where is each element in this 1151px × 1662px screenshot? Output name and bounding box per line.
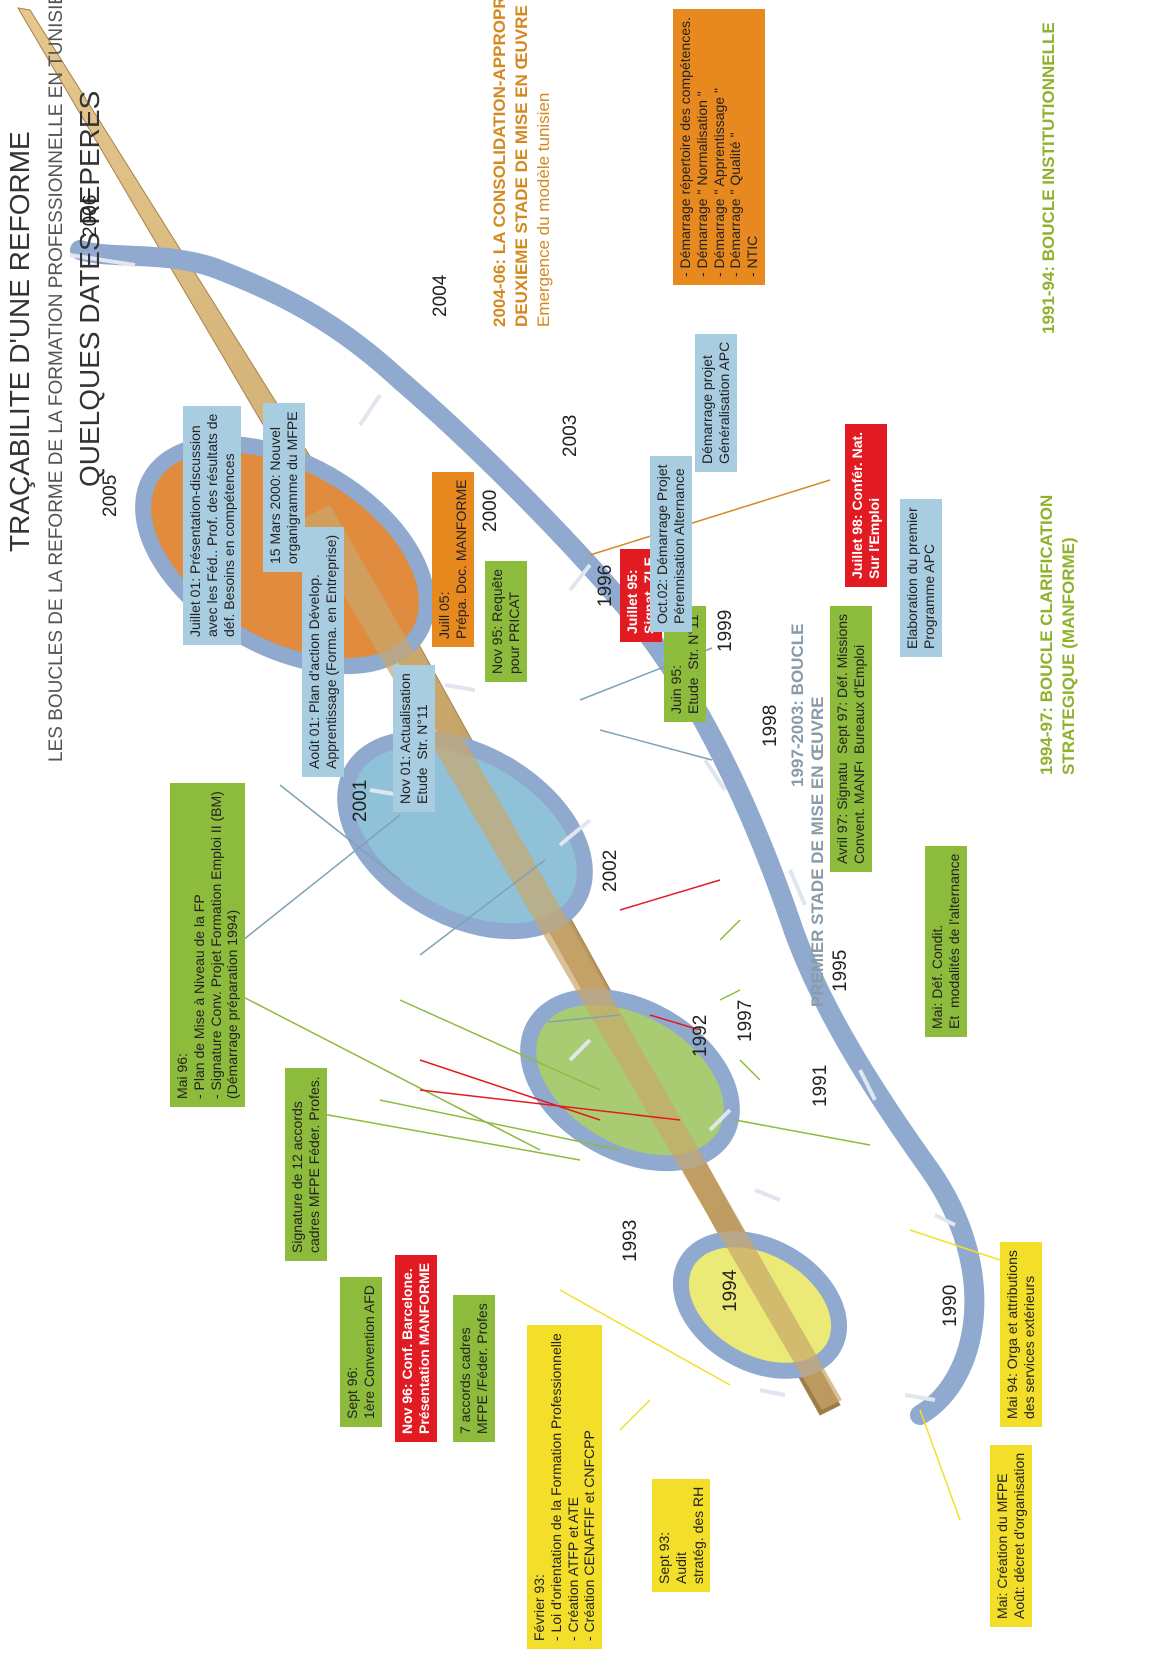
- year-2001: 2001: [350, 779, 371, 822]
- event-box-nov96: Nov 96: Conf. Barcelone. Présentation MA…: [395, 1254, 437, 1442]
- event-box-sept96: Sept 96: 1ère Convention AFD: [340, 1277, 382, 1427]
- year-2004: 2004: [430, 274, 451, 317]
- phase-1991-94-label: 1991-94: BOUCLE INSTITUTIONNELLE: [1039, 22, 1058, 334]
- event-box-juil01: Juillet 01: Présentation-discussion avec…: [183, 405, 242, 645]
- section-title: QUELQUES DATES REPERES: [74, 90, 105, 487]
- year-1996: 1996: [595, 564, 616, 607]
- year-2002: 2002: [600, 849, 621, 892]
- year-2003: 2003: [560, 414, 581, 457]
- year-1994: 1994: [720, 1269, 741, 1312]
- year-1992: 1992: [690, 1014, 711, 1057]
- event-box-fev93: Février 93: - Loi d'orientation de la Fo…: [527, 1325, 603, 1649]
- year-1999: 1999: [715, 609, 736, 652]
- year-1991: 1991: [810, 1064, 831, 1107]
- event-box-oct02: Oct.02: Démarrage Projet Pérennisation A…: [650, 456, 692, 632]
- event-box-sept93: Sept 93: Audit stratég. des RH: [652, 1478, 711, 1592]
- year-1990: 1990: [940, 1284, 961, 1327]
- event-box-mai-mfpe: Mai: Création du MFPE Août: décret d'org…: [990, 1444, 1032, 1627]
- phase-2004-06-label-3: Emergence du modèle tunisien: [534, 92, 553, 327]
- event-box-mai94: Mai 94: Orga et attributions des service…: [1000, 1242, 1042, 1427]
- year-2006: 2006: [80, 194, 101, 237]
- event-box-nov95: Nov 95: Requête pour PRICAT: [485, 560, 527, 682]
- year-1995: 1995: [830, 949, 851, 992]
- event-box-dem-apc: Démarrage projet Généralisation APC: [695, 333, 737, 472]
- phase-2004-06-label-1: 2004-06: LA CONSOLIDATION-APPROPRIATION: [490, 0, 509, 327]
- year-2000: 2000: [480, 489, 501, 532]
- spiral-tube: [70, 240, 985, 1425]
- page-subtitle: LES BOUCLES DE LA REFORME DE LA FORMATIO…: [46, 0, 67, 762]
- event-box-sept97: Sept 97: Déf. Missions Bureaux d'Emploi: [830, 605, 872, 762]
- rod-inner: [300, 505, 842, 1410]
- event-box-12-accords: Signature de 12 accords cadres MFPE Féde…: [285, 1068, 327, 1261]
- connector-lines: [219, 479, 1001, 1521]
- event-box-juill05: Juill 05: Prépa. Doc. MANFORME: [432, 471, 474, 647]
- event-box-7-accords: 7 accords cadres MFPE /Féder. Profes: [453, 1295, 495, 1442]
- event-box-mars00: 15 Mars 2000: Nouvel organigramme du MFP…: [263, 403, 305, 572]
- event-box-mai-def: Mai: Déf. Condit. Et modalités de l'alte…: [925, 845, 967, 1037]
- year-2005: 2005: [100, 474, 121, 517]
- phase-1997-2003-label-2: PREMIER STADE DE MISE EN ŒUVRE: [808, 696, 827, 1007]
- event-box-juillet98: Juillet 98: Confér. Nat. Sur l'Emploi: [845, 423, 887, 587]
- event-box-aout01: Août 01: Plan d'action Dévelop. Apprenti…: [302, 526, 344, 777]
- event-box-nov01: Nov 01: Actualisation Etude Str. N°11: [393, 665, 435, 812]
- year-1998: 1998: [760, 704, 781, 747]
- year-1997: 1997: [735, 999, 756, 1042]
- phase-2004-06-label-2: DEUXIEME STADE DE MISE EN ŒUVRE: [512, 5, 531, 327]
- year-rings: [69, 253, 956, 1402]
- page-title: TRAÇABILITE D'UNE REFORME: [4, 131, 35, 552]
- phase-1994-97-label-1: 1994-97: BOUCLE CLARIFICATION: [1037, 494, 1056, 775]
- event-box-elab: Elaboration du premier Programme APC: [900, 499, 942, 657]
- event-box-mai96: Mai 96: - Plan de Mise à Niveau de la FP…: [170, 783, 246, 1107]
- event-box-dem2004: - Démarrage répertoire des compétences. …: [673, 9, 765, 285]
- year-1993: 1993: [620, 1219, 641, 1262]
- phase-1994-97-label-2: STRATEGIQUE (MANFORME): [1059, 537, 1078, 775]
- phase-1997-2003-label-1: 1997-2003: BOUCLE: [788, 623, 807, 787]
